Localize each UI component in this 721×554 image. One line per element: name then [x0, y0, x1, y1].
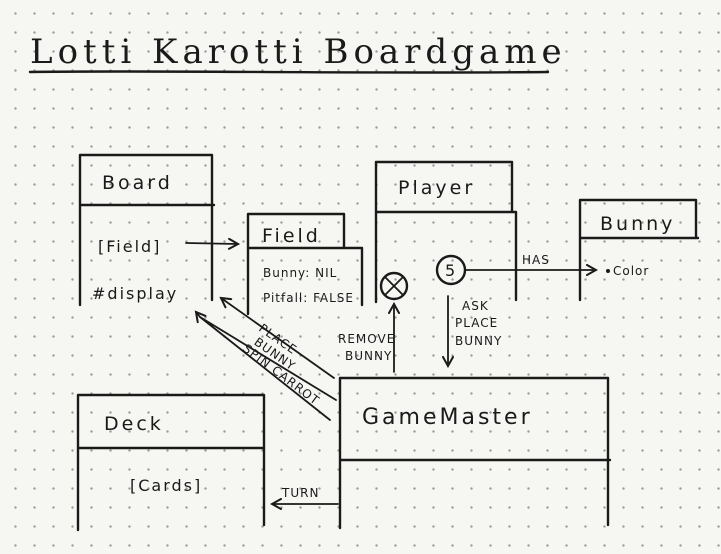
player-box: Player 5: [374, 160, 518, 304]
field-bunny-attr: Bunny: NIL: [263, 266, 337, 280]
bunny-color-attr: Color: [613, 264, 649, 278]
deck-box: Deck [Cards]: [76, 393, 266, 532]
place-bunny-arrow: [221, 298, 335, 379]
bunny-title: Bunny: [600, 213, 675, 235]
field-pitfall-attr: Pitfall: FALSE: [263, 291, 354, 305]
field-box: Field Bunny: NIL Pitfall: FALSE: [246, 212, 364, 316]
remove-bunny-target-icon: [379, 271, 409, 301]
deck-title: Deck: [104, 413, 164, 435]
remove-bunny-cross: [384, 276, 404, 296]
title-underline: [28, 70, 550, 74]
player-title: Player: [398, 177, 475, 199]
deck-cards-list: [Cards]: [130, 476, 202, 495]
board-box: Board [Field] #display: [78, 153, 216, 307]
bunny-label: BUNNY: [455, 334, 502, 348]
ask-label: ASK: [462, 299, 489, 313]
turn-label: TURN: [281, 486, 319, 500]
gamemaster-title: GameMaster: [362, 405, 533, 430]
player-bunny-count-circle: [435, 254, 467, 286]
remove-label: REMOVE: [338, 332, 395, 346]
bunny-box: Bunny Color: [578, 198, 700, 302]
spin-carrot-arrow-head: [196, 312, 200, 317]
has-label: HAS: [522, 253, 550, 267]
bunny-color-bullet: [606, 269, 610, 273]
board-display-method: #display: [92, 284, 178, 303]
gamemaster-box: GameMaster: [338, 376, 612, 530]
diagram-title: Lotti Karotti Boardgame: [30, 32, 567, 72]
board-title: Board: [102, 172, 173, 194]
board-field-list: [Field]: [98, 237, 161, 256]
remove-bunny-label: BUNNY: [345, 349, 392, 363]
place-label: PLACE: [455, 316, 498, 330]
board-to-field-arrow: [185, 243, 238, 244]
player-bunny-count: 5: [445, 261, 457, 280]
field-title: Field: [262, 225, 321, 247]
